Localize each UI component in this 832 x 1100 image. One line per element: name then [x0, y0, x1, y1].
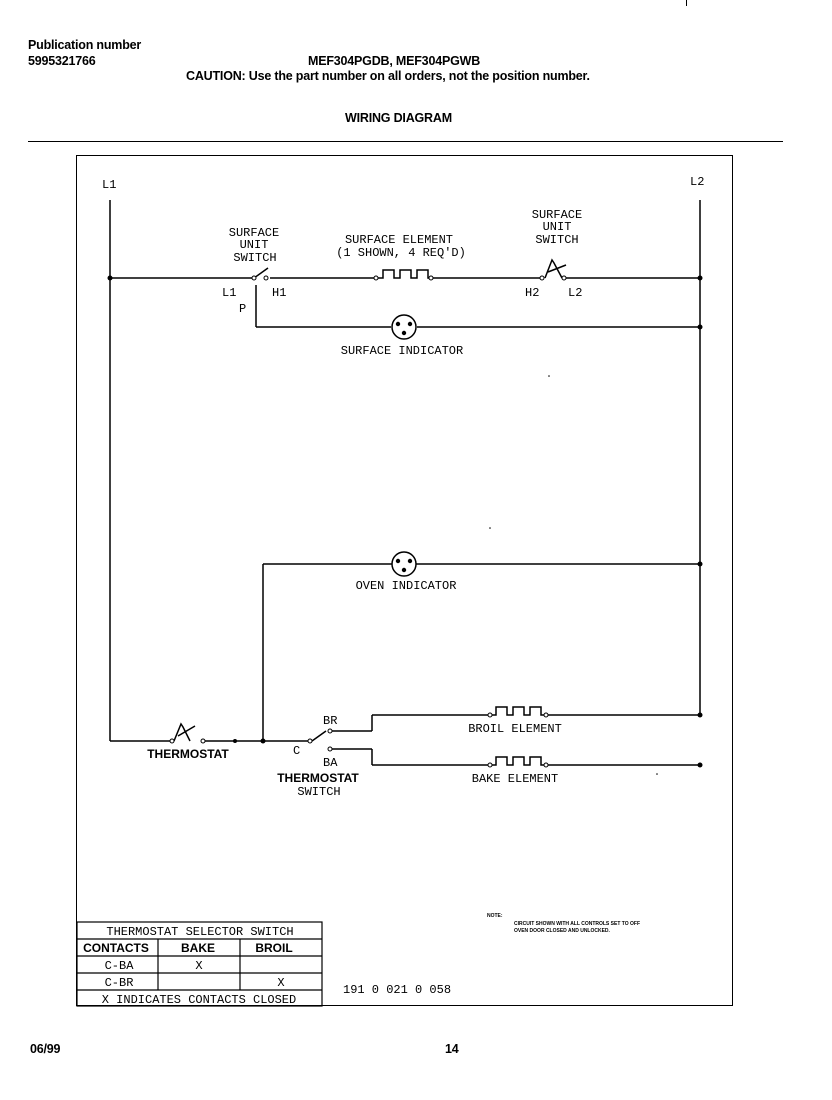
table-header-broil: BROIL	[255, 941, 292, 955]
publication-number: 5995321766	[28, 54, 96, 68]
terminal-thermostat-out	[200, 738, 206, 744]
terminal-ba	[327, 746, 333, 752]
pin-label-p: P	[239, 302, 246, 316]
broil-element-label: BROIL ELEMENT	[468, 722, 562, 736]
terminal-h2	[539, 275, 545, 281]
table-cell-contact: C-BA	[105, 959, 135, 973]
terminal-element-out	[428, 275, 434, 281]
surface-indicator-electrode-right	[407, 321, 413, 327]
surface-switch-left-label-3: SWITCH	[233, 251, 276, 265]
terminal-l2	[561, 275, 567, 281]
surface-indicator-label: SURFACE INDICATOR	[341, 344, 463, 358]
bake-element-label: BAKE ELEMENT	[472, 772, 558, 786]
table-cell-broil: X	[277, 976, 284, 990]
surface-element-symbol	[376, 269, 431, 279]
junction-dot	[697, 561, 703, 567]
surface-element-label-2: (1 SHOWN, 4 REQ'D)	[336, 246, 466, 260]
terminal-label-l2: L2	[690, 175, 704, 189]
terminal-label-l1: L1	[102, 178, 116, 192]
page-number: 14	[445, 1042, 459, 1056]
pin-label-h2: H2	[525, 286, 539, 300]
surface-switch-left-blade	[253, 267, 269, 279]
junction-dot	[697, 324, 703, 330]
terminal-c	[307, 738, 313, 744]
oven-indicator-electrode-left	[395, 558, 401, 564]
selector-switch-blade	[311, 730, 327, 742]
publication-label: Publication number	[28, 38, 142, 52]
diagram-frame	[76, 155, 733, 1006]
oven-indicator-electrode-bottom	[401, 567, 407, 573]
surface-switch-right-arrow	[547, 264, 567, 273]
note-line-1: CIRCUIT SHOWN WITH ALL CONTROLS SET TO O…	[514, 921, 640, 927]
selector-table-frame	[76, 921, 323, 1007]
pin-label-l2: L2	[568, 286, 582, 300]
selector-table-footer: X INDICATES CONTACTS CLOSED	[102, 993, 296, 1007]
pin-label-h1: H1	[272, 286, 286, 300]
pin-label-l1: L1	[222, 286, 236, 300]
table-header-contacts: CONTACTS	[83, 941, 149, 955]
oven-indicator-electrode-right	[407, 558, 413, 564]
junction-dot	[233, 739, 237, 743]
scan-speck	[548, 375, 550, 377]
scan-speck	[489, 527, 491, 529]
surface-switch-right-label-2: UNIT	[543, 220, 572, 234]
junction-dot	[260, 738, 266, 744]
junction-dot	[697, 762, 703, 768]
thermostat-bimetal	[173, 722, 191, 742]
bake-element-symbol	[490, 756, 546, 766]
table-cell-bake: X	[195, 959, 202, 973]
broil-element-symbol	[490, 706, 546, 716]
surface-indicator-electrode-left	[395, 321, 401, 327]
selector-table-title: THERMOSTAT SELECTOR SWITCH	[106, 925, 293, 939]
crop-mark	[686, 0, 687, 6]
terminal-br	[327, 728, 333, 734]
surface-indicator-lamp	[391, 314, 417, 340]
surface-switch-right-label-1: SURFACE	[532, 208, 582, 222]
terminal-thermostat-in	[169, 738, 175, 744]
thermostat-switch-label-1: THERMOSTAT	[277, 771, 359, 785]
terminal-bake-in	[487, 762, 493, 768]
surface-switch-right-bimetal	[544, 258, 563, 279]
footer-date: 06/99	[30, 1042, 61, 1056]
terminal-element-in	[373, 275, 379, 281]
junction-dot	[697, 275, 703, 281]
header-rule	[28, 141, 783, 142]
terminal-broil-out	[543, 712, 549, 718]
junction-dot	[107, 275, 113, 281]
thermostat-switch-label-2: SWITCH	[297, 785, 340, 799]
pin-label-br: BR	[323, 714, 337, 728]
oven-indicator-lamp	[391, 551, 417, 577]
thermostat-arrow	[177, 725, 196, 737]
surface-switch-left-label-1: SURFACE	[229, 226, 279, 240]
table-cell-contact: C-BR	[105, 976, 134, 990]
section-title: WIRING DIAGRAM	[345, 111, 452, 125]
terminal-bake-out	[543, 762, 549, 768]
drawing-number: 191 0 021 0 058	[343, 983, 451, 997]
note-line-2: OVEN DOOR CLOSED AND UNLOCKED.	[514, 928, 611, 934]
model-numbers: MEF304PGDB, MEF304PGWB	[308, 54, 481, 68]
caution-note: CAUTION: Use the part number on all orde…	[186, 69, 590, 83]
terminal-h1	[263, 275, 269, 281]
table-header-bake: BAKE	[181, 941, 215, 955]
oven-indicator-label: OVEN INDICATOR	[356, 579, 457, 593]
pin-label-ba: BA	[323, 756, 338, 770]
surface-indicator-electrode-bottom	[401, 330, 407, 336]
thermostat-label: THERMOSTAT	[147, 747, 229, 761]
note-label: NOTE:	[487, 913, 503, 919]
surface-element-label-1: SURFACE ELEMENT	[345, 233, 453, 247]
terminal-l1	[251, 275, 257, 281]
terminal-broil-in	[487, 712, 493, 718]
surface-switch-left-label-2: UNIT	[240, 238, 269, 252]
surface-switch-right-label-3: SWITCH	[535, 233, 578, 247]
junction-dot	[697, 712, 703, 718]
pin-label-c: C	[293, 744, 300, 758]
scan-speck	[656, 773, 658, 775]
